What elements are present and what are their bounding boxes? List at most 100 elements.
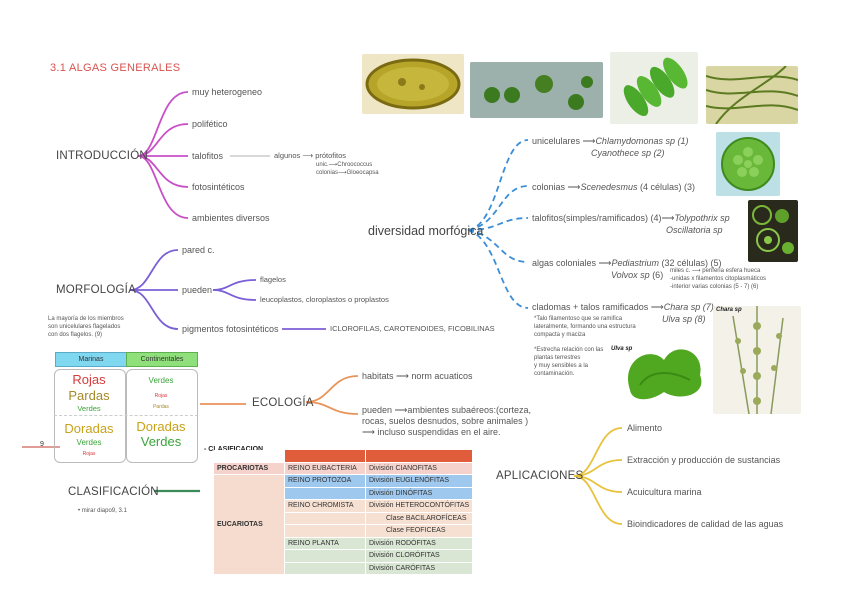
aplicacion-item: Extracción y producción de sustancias — [627, 455, 781, 465]
chlamydomonas-image — [362, 54, 464, 114]
table-title: - CLASIFICACION — [204, 446, 263, 453]
division-cell: División CIANOFITAS — [366, 462, 473, 474]
doradas-continentales: Doradas — [136, 419, 186, 434]
pediastrum-image — [716, 132, 780, 196]
pueden-eco-3: ⟶ incluso suspendidas en el aire. — [362, 427, 501, 437]
rojas-marinas: Rojas — [72, 372, 106, 387]
chara-note-3: compacta y maciza — [534, 332, 586, 338]
aplicaciones-label: APLICACIONES — [496, 470, 584, 482]
ecologia-label: ECOLOGÍA — [252, 397, 314, 409]
volvox-note-1: miles c. ⟶ periferia esfera hueca — [670, 268, 761, 274]
intro-item: talofitos — [192, 151, 224, 161]
morfologia-branches — [129, 249, 326, 330]
aplicacion-item: Alimento — [627, 423, 663, 433]
morfologia-note-1: La mayoría de los miembros — [48, 316, 124, 322]
cyanothece-image — [470, 62, 603, 118]
ulva-note-4: contaminación. — [534, 371, 575, 377]
ulva-note-3: y muy sensibles a la — [534, 363, 589, 369]
division-cell: División RODÓFITAS — [366, 537, 473, 549]
division-cell: División CLORÓFITAS — [366, 550, 473, 562]
rojas-continentales: Rojas — [154, 393, 168, 399]
ulva-note-2: plantas terrestres — [534, 355, 581, 361]
diversidad-branches — [467, 139, 529, 309]
classification-table: PROCARIOTAS REINO EUBACTERIA División CI… — [213, 449, 473, 575]
volvox-text: Volvox sp (6) — [611, 270, 664, 280]
intro-branches — [137, 91, 189, 219]
plastos-text: leucoplastos, cloroplastos o proplastos — [260, 295, 389, 304]
reino-cell — [285, 487, 365, 499]
division-cell: División DINÓFITAS — [366, 487, 473, 499]
talofitos-detail: algunos ⟶ prótofitos — [274, 151, 347, 160]
volvox-note-3: -interior varias colonias (5 - 7) (6) — [670, 284, 759, 290]
clasificacion-label: CLASIFICACIÓN — [68, 486, 159, 498]
pueden-eco-2: rocas, suelos desnudos, sobre animales ) — [362, 416, 529, 426]
continentales-header: Continentales — [126, 352, 198, 367]
volvox-note-2: -unidas x filamentos citoplasmáticos — [670, 276, 767, 282]
tolypothrix-image — [706, 66, 798, 124]
rojas-marinas-2: Rojas — [82, 451, 96, 457]
morfologia-note-2: son unicelulares flagelados — [48, 324, 121, 330]
morfologia-note-3: con dos flagelos. (9) — [48, 332, 103, 338]
habitats-text: habitats ⟶ norm acuaticos — [362, 371, 473, 381]
ulva-text: Ulva sp (8) — [662, 314, 706, 324]
pueden-eco-1: pueden ⟶ambientes subaéreos:(corteza, — [362, 405, 532, 415]
intro-label: INTRODUCCIÓN — [56, 150, 148, 162]
ecologia-branches — [200, 375, 359, 415]
division-cell: División CARÓFITAS — [366, 562, 473, 574]
pigmentos-text: pigmentos fotosintéticos — [182, 324, 279, 334]
coloniales-text: algas coloniales ⟶Pediastrium (32 célula… — [532, 258, 722, 268]
unic-note: unic.⟶Chroococcus — [316, 162, 373, 168]
division-cell: División HETEROCONTÓFITAS — [366, 500, 473, 512]
intro-item: muy heterogeneo — [192, 87, 263, 97]
verdes-continentales-big: Verdes — [140, 434, 182, 449]
eucariotas-cell: EUCARIOTAS — [214, 475, 284, 574]
continentales-box — [126, 369, 198, 463]
intro-item: polifético — [192, 119, 228, 129]
page-title: 3.1 ALGAS GENERALES — [50, 62, 181, 74]
aplicacion-item: Acuicultura marina — [627, 487, 702, 497]
division-cell: Clase FEOFICEAS — [366, 525, 473, 537]
morfologia-label: MORFOLOGÍA — [56, 284, 136, 296]
cyanothece-text: Cyanothece sp (2) — [591, 148, 665, 158]
reino-cell — [285, 562, 365, 574]
unicelulares-text: unicelulares ⟶Chlamydomonas sp (1) — [532, 136, 689, 146]
reino-cell — [285, 550, 365, 562]
pigmentos-detail: ICLOROFILAS, CAROTENOIDES, FICOBILINAS — [330, 324, 495, 333]
colonias-text: colonias ⟶Scenedesmus (4 células) (3) — [532, 182, 695, 192]
ulva-image — [620, 340, 708, 404]
reino-cell: REINO CHROMISTA — [285, 500, 365, 512]
clasificacion-note: • mirar diapo9, 3.1 — [78, 508, 127, 514]
reino-cell: REINO PLANTA — [285, 537, 365, 549]
marinas-header: Marinas — [55, 352, 127, 367]
scenedesmus-image — [610, 52, 698, 124]
flagelos-text: flagelos — [260, 275, 286, 284]
doradas-marinas: Doradas — [64, 421, 114, 436]
verdes-marinas: Verdes — [77, 404, 101, 413]
talofitos-div-text: talofitos(simples/ramificados) (4)⟶Tolyp… — [532, 213, 730, 223]
procariotas-cell: PROCARIOTAS — [214, 462, 284, 474]
aplicacion-item: Bioindicadores de calidad de las aguas — [627, 519, 784, 529]
chara-caption: Chara sp — [716, 307, 742, 313]
reino-cell — [285, 525, 365, 537]
marinas-box — [54, 369, 126, 463]
pared-text: pared c. — [182, 245, 215, 255]
colonias-note: colonias⟶Gloeocapsa — [316, 170, 379, 176]
ulva-note-1: *Estrecha relación con las — [534, 347, 604, 353]
cladomas-text: cladomas + talos ramificados ⟶Chara sp (… — [532, 302, 714, 312]
pueden-text: pueden — [182, 285, 213, 295]
aplicaciones-branches — [573, 427, 623, 525]
volvox-image — [748, 200, 798, 262]
verdes-marinas-2: Verdes — [76, 438, 102, 447]
oscillatoria-text: Oscillatoria sp — [666, 225, 723, 235]
diversidad-label: diversidad morfógica — [368, 224, 484, 238]
reino-cell: REINO EUBACTERIA — [285, 462, 365, 474]
verdes-continentales: Verdes — [148, 376, 174, 385]
nine-marker: 9 — [40, 441, 44, 448]
intro-item: fotosintéticos — [192, 182, 245, 192]
intro-item: ambientes diversos — [192, 213, 270, 223]
division-cell: División EUGLENÓFITAS — [366, 475, 473, 487]
chara-note-1: *Talo filamentoso que se ramifica — [534, 316, 623, 322]
ulva-caption: Ulva sp — [611, 346, 633, 352]
chara-note-2: lateralmente, formando una estructura — [534, 324, 636, 330]
